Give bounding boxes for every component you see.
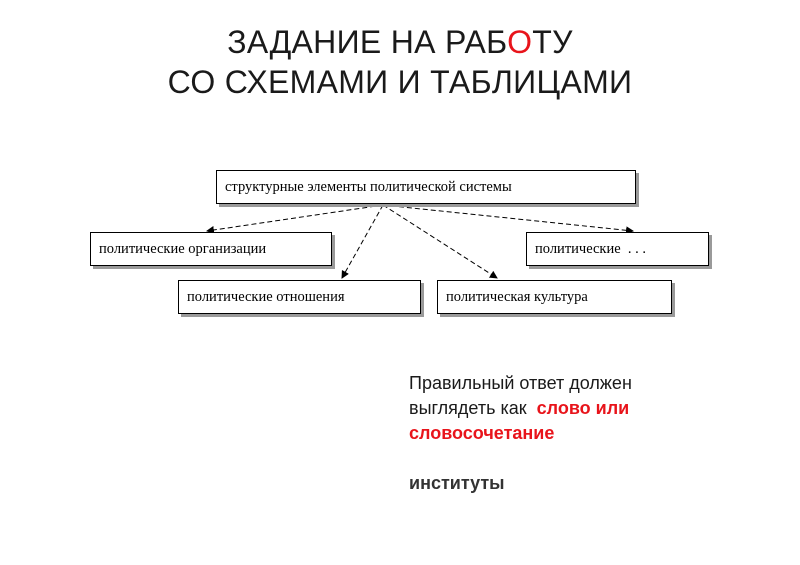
diagram-child-other: политические . . . (526, 232, 709, 266)
arrow-to-other (382, 204, 634, 235)
answer-line-2: выглядеть как слово или (409, 396, 789, 421)
arrow-to-organizations (206, 204, 384, 234)
answer-line-1: Правильный ответ должен (409, 373, 632, 393)
diagram-child-relations: политические отношения (178, 280, 421, 314)
title-text-b: ТУ (532, 24, 573, 60)
diagram-child-label: политические . . . (535, 240, 647, 257)
arrow-to-culture (382, 204, 498, 279)
title-line-1: ЗАДАНИЕ НА РАБОТУ (0, 22, 800, 62)
arrow-to-relations (341, 204, 384, 279)
answer-block: Правильный ответ должен выглядеть как сл… (409, 371, 789, 496)
title-line-2: СО СХЕМАМИ И ТАБЛИЦАМИ (167, 64, 633, 100)
diagram-child-organizations: политические организации (90, 232, 332, 266)
answer-result: институты (409, 473, 505, 493)
title-accent-letter: О (507, 24, 533, 60)
diagram-child-label: политические отношения (187, 288, 345, 305)
answer-spacer (409, 446, 789, 471)
answer-highlight-2: словосочетание (409, 423, 555, 443)
answer-highlight-1: слово или (536, 398, 630, 418)
diagram-child-culture: политическая культура (437, 280, 672, 314)
title-text-a: ЗАДАНИЕ НА РАБ (227, 24, 508, 60)
diagram-root-box: структурные элементы политической систем… (216, 170, 636, 204)
slide-title: ЗАДАНИЕ НА РАБОТУ СО СХЕМАМИ И ТАБЛИЦАМИ (0, 22, 800, 102)
diagram-child-label: политическая культура (446, 288, 588, 305)
diagram-root-label: структурные элементы политической систем… (225, 178, 512, 195)
answer-line-2-prefix: выглядеть как (409, 398, 527, 418)
diagram-child-label: политические организации (99, 240, 267, 257)
